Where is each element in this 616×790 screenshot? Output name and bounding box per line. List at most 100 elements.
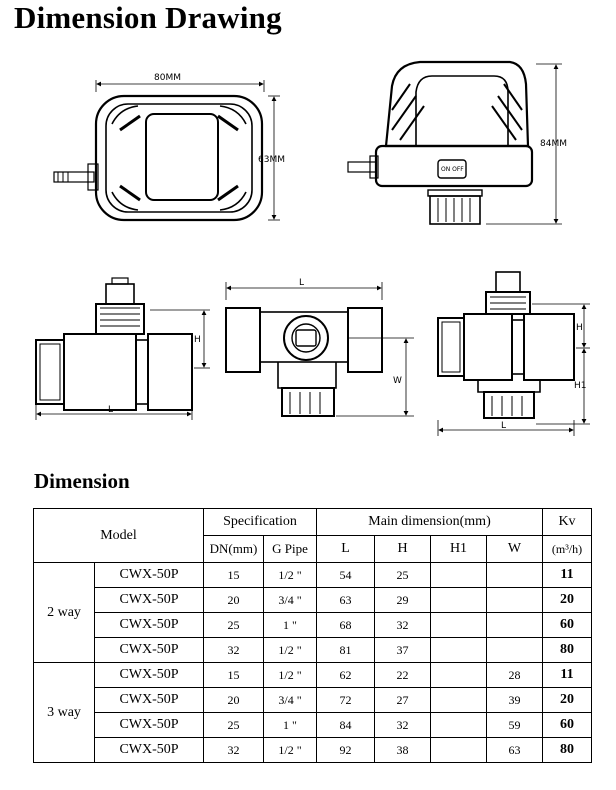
three-way-w-label: W (393, 376, 402, 386)
model-cell: CWX-50P (94, 662, 204, 688)
header-w: W (486, 535, 543, 563)
l-cell: 54 (316, 562, 375, 588)
h1-cell (430, 737, 487, 763)
w-cell: 39 (486, 687, 543, 713)
h1-cell (430, 687, 487, 713)
side-h-label: H (576, 323, 583, 333)
header-h1: H1 (430, 535, 487, 563)
model-cell: CWX-50P (94, 562, 204, 588)
dn-cell: 15 (203, 662, 264, 688)
dimension-drawings: 80MM 63MM ON OFF 84MM (35, 60, 590, 436)
l-cell: 72 (316, 687, 375, 713)
two-way-valve-drawing (35, 277, 210, 420)
three-way-l-label: L (299, 278, 304, 288)
side-l-label: L (501, 421, 506, 431)
kv-cell: 80 (542, 637, 592, 663)
header-model: Model (33, 508, 204, 563)
kv-cell: 80 (542, 737, 592, 763)
h1-cell (430, 637, 487, 663)
header-specification: Specification (203, 508, 317, 536)
height-63-label: 63MM (258, 155, 285, 165)
kv-cell: 11 (542, 562, 592, 588)
table-row: CWX-50P 32 1/2 " 92 38 63 80 (34, 737, 592, 763)
h-cell: 27 (374, 687, 431, 713)
dn-cell: 15 (203, 562, 264, 588)
l-cell: 63 (316, 587, 375, 613)
g-pipe-cell: 1 " (263, 612, 317, 638)
l-cell: 92 (316, 737, 375, 763)
side-h1-label: H1 (574, 381, 587, 391)
table-row: 2 way CWX-50P 15 1/2 " 54 25 11 (33, 562, 592, 663)
g-pipe-cell: 1/2 " (263, 562, 317, 588)
dn-cell: 25 (203, 612, 264, 638)
two-way-l-label: L (108, 405, 113, 415)
height-84-label: 84MM (540, 139, 567, 149)
header-h: H (374, 535, 431, 563)
h1-cell (430, 562, 487, 588)
g-pipe-cell: 1/2 " (263, 662, 317, 688)
g-pipe-cell: 3/4 " (263, 687, 317, 713)
h-cell: 25 (374, 562, 431, 588)
dn-cell: 20 (203, 687, 264, 713)
table-row: 3 way CWX-50P 15 1/2 " 62 22 28 11 (33, 662, 592, 763)
two-way-h-label: H (194, 335, 201, 345)
on-off-switch-label: ON OFF (441, 166, 464, 173)
h-cell: 38 (374, 737, 431, 763)
header-kv-unit: (m³/h) (542, 535, 592, 563)
table-row: CWX-50P 25 1 " 68 32 60 (34, 612, 592, 638)
kv-cell: 20 (542, 687, 592, 713)
h1-cell (430, 662, 487, 688)
three-way-valve-drawing (225, 282, 414, 417)
h-cell: 32 (374, 712, 431, 738)
model-cell: CWX-50P (94, 737, 204, 763)
header-g-pipe: G Pipe (263, 535, 317, 563)
dn-cell: 32 (203, 637, 264, 663)
w-cell: 59 (486, 712, 543, 738)
model-cell: CWX-50P (94, 687, 204, 713)
h-cell: 22 (374, 662, 431, 688)
g-pipe-cell: 3/4 " (263, 587, 317, 613)
group-label: 3 way (33, 662, 95, 763)
model-cell: CWX-50P (94, 587, 204, 613)
dimension-heading: Dimension (34, 469, 130, 493)
model-cell: CWX-50P (94, 712, 204, 738)
dn-cell: 20 (203, 587, 264, 613)
model-cell: CWX-50P (94, 637, 204, 663)
table-row: CWX-50P 25 1 " 84 32 59 60 (34, 712, 592, 738)
dn-cell: 32 (203, 737, 264, 763)
h1-cell (430, 612, 487, 638)
three-way-valve-side-drawing (437, 271, 590, 436)
w-cell (486, 637, 543, 663)
kv-cell: 60 (542, 712, 592, 738)
header-dn: DN(mm) (203, 535, 264, 563)
w-cell: 63 (486, 737, 543, 763)
h-cell: 29 (374, 587, 431, 613)
table-row: CWX-50P 20 3/4 " 72 27 39 20 (34, 687, 592, 713)
width-80-label: 80MM (154, 73, 181, 83)
w-cell (486, 612, 543, 638)
table-row: CWX-50P 20 3/4 " 63 29 20 (34, 587, 592, 613)
h-cell: 37 (374, 637, 431, 663)
w-cell: 28 (486, 662, 543, 688)
header-l: L (316, 535, 375, 563)
actuator-top-view (53, 80, 280, 222)
l-cell: 68 (316, 612, 375, 638)
header-kv: Kv (542, 508, 592, 536)
dimension-table: Model Specification Main dimension(mm) K… (33, 508, 592, 763)
g-pipe-cell: 1/2 " (263, 737, 317, 763)
l-cell: 84 (316, 712, 375, 738)
page-title: Dimension Drawing (14, 0, 282, 35)
g-pipe-cell: 1 " (263, 712, 317, 738)
l-cell: 81 (316, 637, 375, 663)
group-label: 2 way (33, 562, 95, 663)
h1-cell (430, 712, 487, 738)
g-pipe-cell: 1/2 " (263, 637, 317, 663)
l-cell: 62 (316, 662, 375, 688)
w-cell (486, 587, 543, 613)
kv-cell: 11 (542, 662, 592, 688)
w-cell (486, 562, 543, 588)
header-main-dimension: Main dimension(mm) (316, 508, 543, 536)
dn-cell: 25 (203, 712, 264, 738)
table-row: CWX-50P 32 1/2 " 81 37 80 (34, 637, 592, 663)
h-cell: 32 (374, 612, 431, 638)
